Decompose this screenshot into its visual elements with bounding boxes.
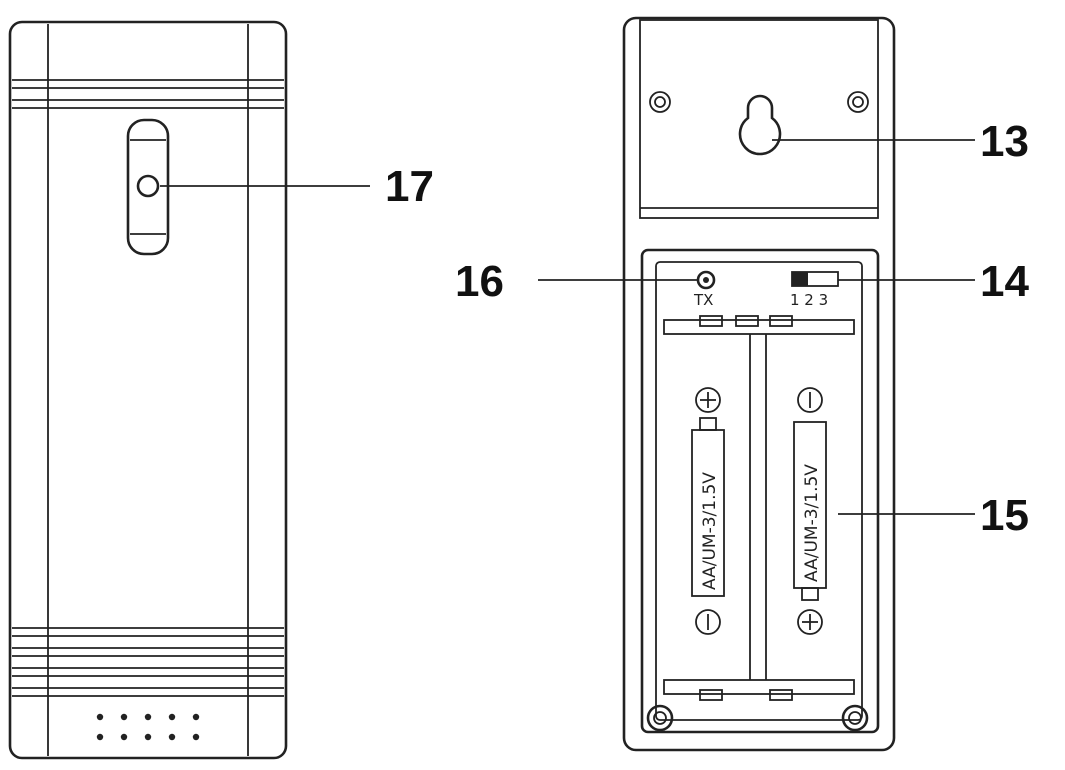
battery-right-label: AA/UM-3/1.5V bbox=[802, 464, 822, 582]
plus-icon bbox=[797, 609, 823, 635]
minus-icon bbox=[797, 387, 823, 413]
tx-label: TX bbox=[693, 291, 713, 309]
front-bottom-ribs bbox=[12, 627, 284, 697]
battery-right: AA/UM-3/1.5V bbox=[793, 387, 827, 635]
battery-left-label: AA/UM-3/1.5V bbox=[700, 472, 720, 590]
tx-led bbox=[696, 270, 716, 290]
hanger-plate bbox=[639, 19, 879, 219]
callout-14: 14 bbox=[980, 257, 1029, 306]
top-contacts bbox=[663, 315, 855, 335]
front-view: 17 bbox=[8, 20, 434, 760]
top-screws bbox=[649, 91, 869, 113]
sensor-button[interactable] bbox=[126, 118, 170, 256]
callout-13: 13 bbox=[980, 117, 1029, 166]
battery-compartment bbox=[640, 248, 880, 734]
front-top-ribs bbox=[12, 79, 284, 109]
callout-17: 17 bbox=[385, 162, 434, 211]
front-housing bbox=[8, 20, 288, 760]
back-housing bbox=[622, 16, 896, 752]
bottom-contacts bbox=[663, 679, 855, 701]
minus-icon bbox=[695, 609, 721, 635]
callout-16: 16 bbox=[455, 257, 504, 306]
callout-15: 15 bbox=[980, 491, 1029, 540]
channel-labels: 1 2 3 bbox=[790, 291, 828, 309]
wall-hook-icon bbox=[738, 94, 782, 156]
bottom-screws bbox=[646, 704, 869, 732]
channel-switch[interactable] bbox=[791, 271, 839, 287]
plus-icon bbox=[695, 387, 721, 413]
back-view: 13 TX 16 bbox=[455, 16, 1029, 752]
vent-holes bbox=[96, 713, 200, 741]
battery-left: AA/UM-3/1.5V bbox=[691, 387, 725, 635]
